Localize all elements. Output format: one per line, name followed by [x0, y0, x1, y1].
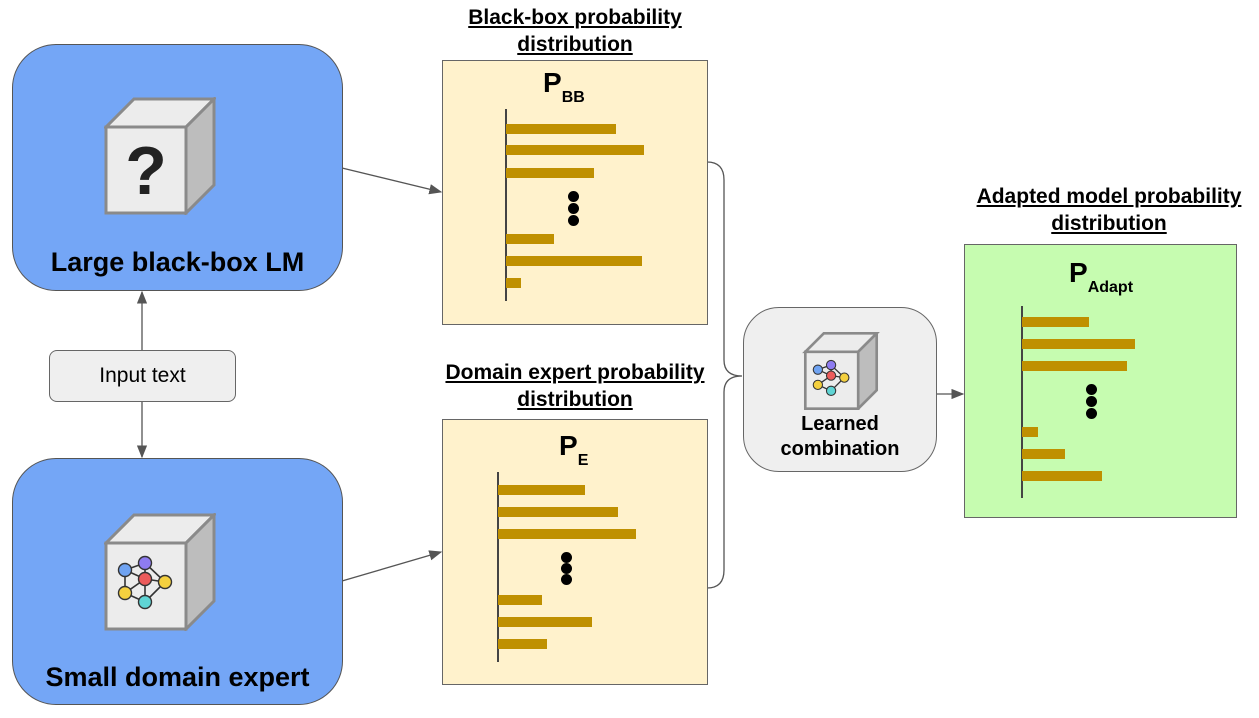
arrow-expert-to-dist: [341, 550, 443, 582]
adapted-axis: [1021, 306, 1023, 498]
adapted-bar-top-2: [1022, 339, 1135, 349]
adapted-ellipsis-dot-1: [1086, 384, 1097, 395]
input-text-node: Input text: [49, 350, 236, 402]
bb-axis: [505, 109, 507, 301]
expert-bar-bottom-1: [498, 595, 542, 605]
expert-bar-bottom-2: [498, 617, 592, 627]
neural-network-cube-icon: [802, 332, 880, 410]
bb-bar-top-2: [506, 145, 644, 155]
adapted-bar-bottom-3: [1022, 471, 1102, 481]
bb-distribution-panel: PBB: [442, 60, 708, 325]
adapted-probability-symbol: PAdapt: [1069, 257, 1134, 296]
bb-bar-bottom-3: [506, 278, 521, 288]
expert-distribution-title: Domain expert probability distribution: [445, 361, 705, 411]
adapted-distribution-panel: PAdapt: [964, 244, 1237, 518]
expert-distribution-panel: PE: [442, 419, 708, 685]
bb-ellipsis-dot-2: [568, 203, 579, 214]
adapted-bar-bottom-2: [1022, 449, 1065, 459]
bb-bar-bottom-1: [506, 234, 554, 244]
bb-bar-top-1: [506, 124, 616, 134]
neural-network-cube-icon: [104, 513, 216, 631]
expert-ellipsis-dot-2: [561, 563, 572, 574]
black-box-lm-node: ? Large black-box LM: [12, 44, 343, 291]
expert-bar-top-1: [498, 485, 585, 495]
bb-ellipsis-dot-1: [568, 191, 579, 202]
merge-brace: [706, 161, 743, 589]
domain-expert-label: Small domain expert: [45, 662, 310, 692]
domain-expert-node: Small domain expert: [12, 458, 343, 705]
bb-bar-top-3: [506, 168, 594, 178]
bb-bar-bottom-2: [506, 256, 642, 266]
learned-combination-node: Learned combination: [743, 307, 937, 472]
arrow-bb-model-to-dist: [341, 167, 443, 195]
expert-bar-bottom-3: [498, 639, 547, 649]
svg-text:?: ?: [125, 133, 167, 209]
expert-probability-symbol: PE: [559, 430, 589, 469]
expert-bar-top-2: [498, 507, 618, 517]
adapted-ellipsis-dot-3: [1086, 408, 1097, 419]
adapted-distribution-title: Adapted model probability distribution: [976, 185, 1242, 235]
adapted-bar-top-1: [1022, 317, 1089, 327]
expert-bar-top-3: [498, 529, 636, 539]
bb-ellipsis-dot-3: [568, 215, 579, 226]
question-mark-cube-icon: ?: [104, 97, 216, 215]
expert-ellipsis-dot-1: [561, 552, 572, 563]
expert-axis: [497, 472, 499, 662]
adapted-bar-top-3: [1022, 361, 1127, 371]
bb-distribution-title: Black-box probability distribution: [468, 6, 682, 56]
adapted-ellipsis-dot-2: [1086, 396, 1097, 407]
learned-combination-label: Learned combination: [780, 413, 900, 460]
bb-probability-symbol: PBB: [543, 67, 585, 106]
expert-ellipsis-dot-3: [561, 574, 572, 585]
black-box-lm-label: Large black-box LM: [50, 247, 305, 277]
adapted-bar-bottom-1: [1022, 427, 1038, 437]
